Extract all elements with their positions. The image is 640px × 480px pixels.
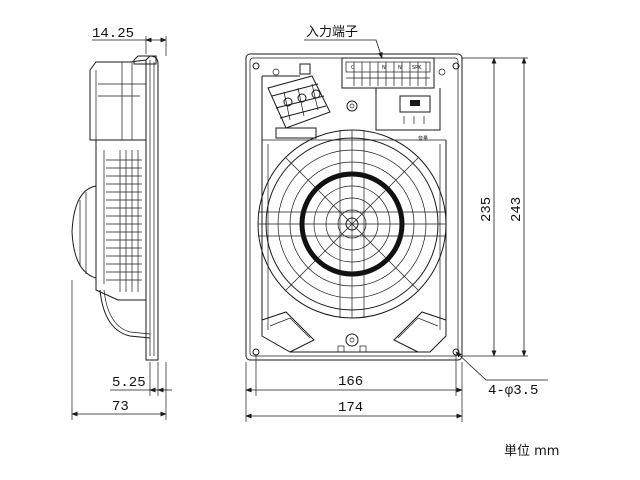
dim-side-top: 14.25 bbox=[92, 26, 134, 42]
volume-label: 音量 bbox=[418, 135, 428, 142]
dim-front-inner-height: 235 bbox=[479, 197, 495, 222]
conn-label-n1: N bbox=[382, 65, 386, 71]
dim-front-outer-height: 243 bbox=[509, 197, 525, 222]
side-fins bbox=[106, 159, 142, 281]
unit-label: 単位 mm bbox=[504, 443, 559, 459]
power-terminal-block bbox=[267, 63, 331, 139]
dim-side-bottom: 5.25 bbox=[112, 375, 146, 391]
side-view: 14.25 5.25 73 bbox=[71, 26, 172, 420]
conn-label-n2: N bbox=[398, 65, 402, 71]
fan-grille bbox=[257, 129, 447, 319]
dim-front-inner-width: 166 bbox=[338, 374, 363, 390]
dim-mount-holes: 4-φ3.5 bbox=[488, 383, 538, 399]
input-terminal-label: 入力端子 bbox=[306, 25, 358, 40]
dim-front-outer-width: 174 bbox=[338, 400, 363, 416]
input-terminal-connector: C N N SPK bbox=[341, 57, 435, 89]
conn-label-c: C bbox=[351, 65, 355, 71]
control-box: 音量 bbox=[346, 88, 441, 142]
conn-label-spk: SPK bbox=[412, 65, 422, 71]
dim-side-depth: 73 bbox=[112, 399, 129, 415]
front-view: C N N SPK 音量 bbox=[245, 25, 548, 422]
